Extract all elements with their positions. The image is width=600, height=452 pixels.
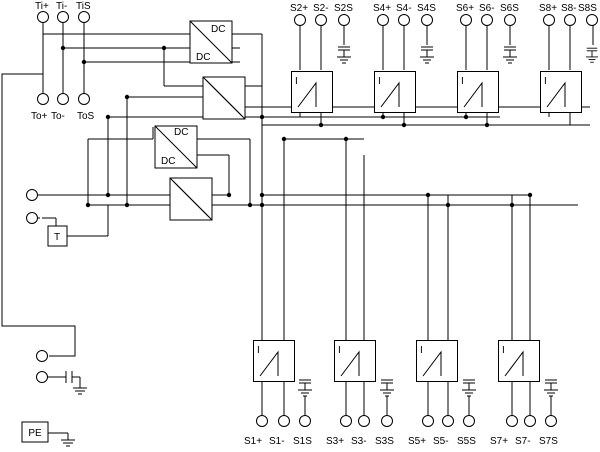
- terminal-to-minus[interactable]: [57, 93, 69, 105]
- terminal-s7-s[interactable]: [545, 415, 557, 427]
- terminal-s6-plus-label: S6+: [456, 3, 474, 14]
- terminal-s5-minus[interactable]: [442, 415, 454, 427]
- terminal-to-s[interactable]: [78, 93, 90, 105]
- terminal-s7-minus-label: S7-: [515, 436, 531, 447]
- terminal-to-plus-label: To+: [31, 111, 48, 122]
- current-source-bottom-4: I S7+ S7- S7S: [490, 340, 559, 447]
- terminal-s1-s-label: S1S: [293, 436, 312, 447]
- terminal-s6-minus-label: S6-: [479, 3, 495, 14]
- dc-converter-3-bottom-label: DC: [161, 156, 175, 167]
- terminal-ti-minus[interactable]: [57, 11, 69, 23]
- terminal-ti-s-label: TiS: [76, 1, 91, 12]
- terminal-s5-minus-label: S5-: [433, 436, 449, 447]
- terminal-s6-plus[interactable]: [460, 14, 472, 26]
- terminal-bottom-left[interactable]: [36, 350, 48, 362]
- terminal-s4-s[interactable]: [421, 14, 433, 26]
- terminal-s2-plus[interactable]: [294, 14, 306, 26]
- terminal-s5-s-label: S5S: [457, 436, 476, 447]
- current-source-bottom-2: I S3+ S3- S3S: [326, 340, 395, 447]
- terminal-s7-s-label: S7S: [539, 436, 558, 447]
- terminal-s8-plus[interactable]: [543, 14, 555, 26]
- terminal-s6-s[interactable]: [504, 14, 516, 26]
- current-source-top-2-symbol: I: [378, 76, 381, 87]
- junction-dots: [60, 45, 533, 208]
- current-source-top-4-symbol: I: [544, 76, 547, 87]
- dc-converter-2: [202, 76, 246, 120]
- terminal-ti-plus[interactable]: [37, 11, 49, 23]
- terminal-s4-minus[interactable]: [398, 14, 410, 26]
- protective-earth-label: PE: [28, 428, 42, 439]
- terminal-ti-plus-label: Ti+: [35, 1, 49, 12]
- bottom-left-capacitor-ground-icon: [65, 371, 87, 395]
- current-source-top-2: I S4+ S4- S4S: [373, 3, 436, 113]
- current-source-top-3: I S6+ S6- S6S: [456, 3, 519, 113]
- terminal-s7-plus[interactable]: [506, 415, 518, 427]
- terminal-s3-s-label: S3S: [375, 436, 394, 447]
- terminal-s8-minus[interactable]: [564, 14, 576, 26]
- terminal-s2-s[interactable]: [338, 14, 350, 26]
- terminal-ti-s[interactable]: [78, 11, 90, 23]
- terminal-s2-minus-label: S2-: [313, 3, 329, 14]
- terminal-to-plus[interactable]: [37, 93, 49, 105]
- current-source-bottom-1-symbol: I: [257, 345, 260, 356]
- current-source-top-1-symbol: I: [295, 76, 298, 87]
- dc-converter-1-top-label: DC: [211, 24, 225, 35]
- current-source-bottom-4-symbol: I: [502, 345, 505, 356]
- terminal-s3-plus-label: S3+: [326, 436, 344, 447]
- terminal-s6-minus[interactable]: [481, 14, 493, 26]
- terminal-s4-s-label: S4S: [417, 3, 436, 14]
- terminal-s8-plus-label: S8+: [539, 3, 557, 14]
- terminal-s3-minus[interactable]: [358, 415, 370, 427]
- terminal-s2-s-label: S2S: [334, 3, 353, 14]
- terminal-s7-plus-label: S7+: [490, 436, 508, 447]
- terminal-s3-s[interactable]: [381, 415, 393, 427]
- terminal-left-lower[interactable]: [26, 212, 38, 224]
- terminal-s4-plus-label: S4+: [373, 3, 391, 14]
- terminal-s4-minus-label: S4-: [396, 3, 412, 14]
- terminal-ti-minus-label: Ti-: [56, 1, 67, 12]
- current-source-bottom-3-symbol: I: [420, 345, 423, 356]
- dc-converter-1-bottom-label: DC: [196, 52, 210, 63]
- current-source-bottom-3: I S5+ S5- S5S: [408, 340, 477, 447]
- terminal-s1-s[interactable]: [299, 415, 311, 427]
- wiring: [1, 20, 594, 440]
- terminal-s7-minus[interactable]: [524, 415, 536, 427]
- terminal-s2-minus[interactable]: [315, 14, 327, 26]
- terminal-left-upper[interactable]: [26, 189, 38, 201]
- temperature-sensor: T: [47, 225, 68, 247]
- current-source-top-1: I S2+ S2- S2S: [290, 3, 353, 113]
- terminal-to-minus-label: To-: [51, 111, 65, 122]
- terminal-s4-plus[interactable]: [377, 14, 389, 26]
- terminal-s2-plus-label: S2+: [290, 3, 308, 14]
- current-source-top-4: I S8+ S8- S8S: [539, 3, 599, 113]
- dc-converter-4: [169, 177, 213, 221]
- terminal-s5-plus[interactable]: [422, 415, 434, 427]
- input-terminals: Ti+ Ti- TiS: [35, 1, 91, 23]
- terminal-bottom-left-capacitor[interactable]: [36, 371, 48, 383]
- terminal-s3-minus-label: S3-: [351, 436, 367, 447]
- current-source-bottom-2-symbol: I: [338, 345, 341, 356]
- dc-converter-1: DC DC: [189, 20, 233, 64]
- output-terminals: To+ To- ToS: [31, 93, 95, 122]
- terminal-s6-s-label: S6S: [500, 3, 519, 14]
- terminal-s8-s-label: S8S: [578, 3, 597, 14]
- current-source-bottom-1: I S1+ S1- S1S: [244, 340, 313, 447]
- terminal-s5-plus-label: S5+: [408, 436, 426, 447]
- terminal-to-s-label: ToS: [77, 111, 95, 122]
- terminal-s5-s[interactable]: [463, 415, 475, 427]
- dc-converter-3-top-label: DC: [174, 127, 188, 138]
- dc-converter-3: DC DC: [154, 125, 198, 169]
- terminal-s1-plus-label: S1+: [244, 436, 262, 447]
- current-source-top-3-symbol: I: [461, 76, 464, 87]
- terminal-s1-minus-label: S1-: [269, 436, 285, 447]
- ground-icon: [61, 439, 75, 447]
- terminal-s8-s[interactable]: [586, 14, 598, 26]
- terminal-s3-plus[interactable]: [340, 415, 352, 427]
- terminal-s8-minus-label: S8-: [561, 3, 577, 14]
- protective-earth: PE: [21, 421, 75, 447]
- temperature-sensor-label: T: [54, 232, 60, 243]
- terminal-s1-plus[interactable]: [256, 415, 268, 427]
- terminal-s1-minus[interactable]: [278, 415, 290, 427]
